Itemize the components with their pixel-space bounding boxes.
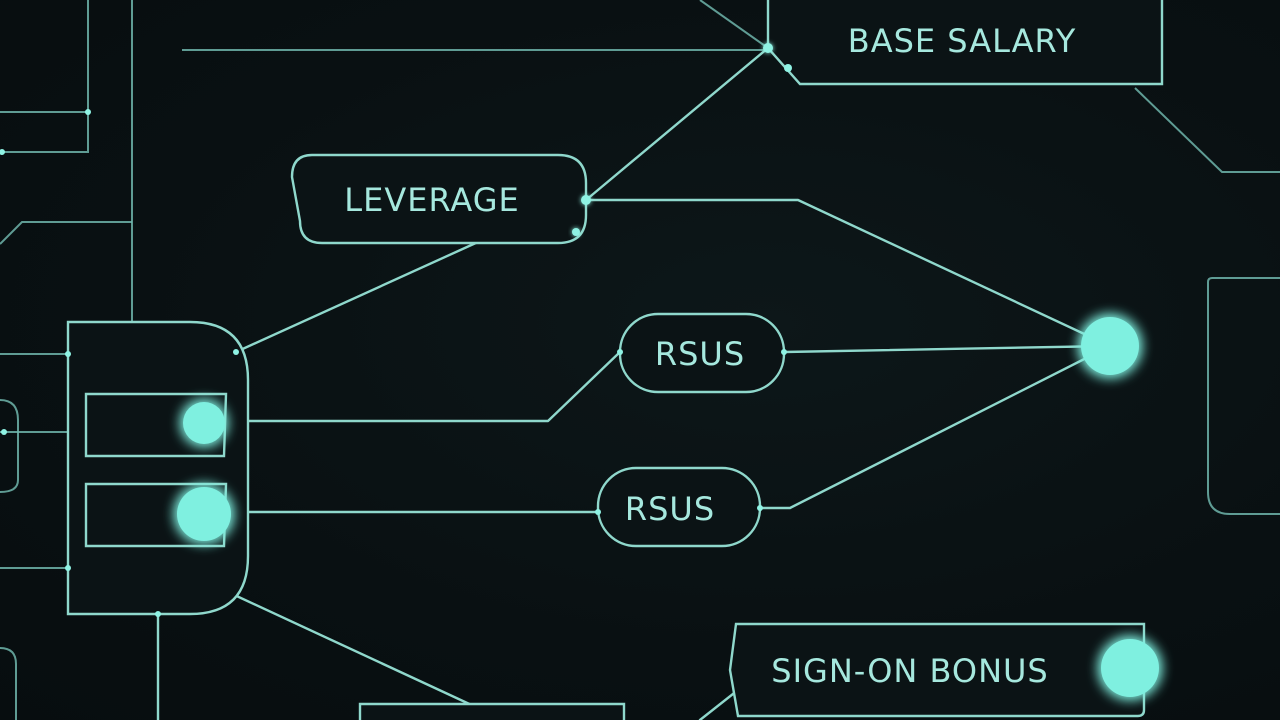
leverage-label: LEVERAGE: [344, 181, 519, 219]
leverage-node: LEVERAGE: [290, 153, 591, 245]
rsus-top-label: RSUS: [655, 335, 745, 373]
slot-2-glow-node: [177, 487, 231, 541]
rsus-node-top: RSUS: [617, 312, 787, 394]
slot-1-glow-node: [183, 402, 225, 444]
rsus-node-bottom: RSUS: [595, 466, 763, 548]
sign-on-bonus-label: SIGN-ON BONUS: [771, 652, 1048, 690]
sign-on-bonus-node: SIGN-ON BONUS: [728, 622, 1159, 718]
hub-node: [1081, 317, 1139, 375]
top-right-circuit-lines: [182, 0, 1280, 515]
left-circuit-lines: [0, 0, 133, 720]
base-salary-node: BASE SALARY: [763, 0, 1164, 86]
rsus-bottom-label: RSUS: [625, 490, 715, 528]
left-source-block: [65, 320, 250, 617]
bottom-partial-box: [358, 702, 626, 720]
connection-lines: [156, 46, 1112, 720]
base-salary-label: BASE SALARY: [848, 22, 1077, 60]
